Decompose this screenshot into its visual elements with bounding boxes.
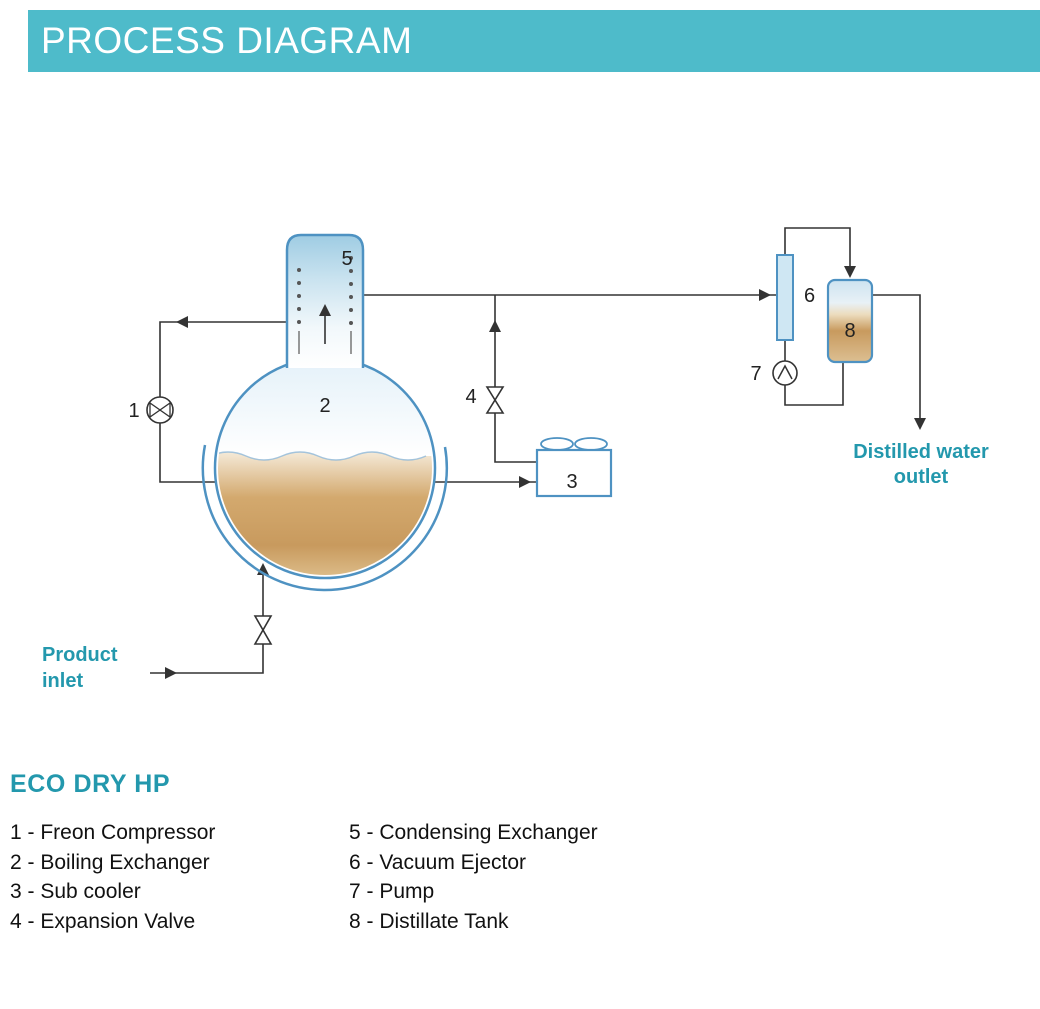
distillate-tank [826, 278, 874, 364]
pump [772, 360, 798, 386]
boiling-exchanger-vessel [201, 356, 449, 592]
label-1: 1 [128, 400, 139, 422]
sub-cooler [535, 437, 613, 498]
vapor-up-arrow [319, 304, 331, 344]
legend-item-3: 3 - Sub cooler [10, 880, 141, 903]
tube-lines [298, 331, 352, 354]
page-title: PROCESS DIAGRAM [41, 20, 413, 61]
tube-dots [297, 256, 353, 325]
legend-item-4: 4 - Expansion Valve [10, 909, 196, 933]
distilled-water-outlet-label-line1: Distilled water [853, 441, 989, 463]
label-2: 2 [319, 395, 330, 417]
stream-labels: Product inlet Distilled water outlet [42, 441, 989, 692]
distilled-water-outlet-label-line2: outlet [894, 466, 949, 488]
equipment-numbers: 1 2 3 4 5 6 7 8 [128, 248, 855, 493]
legend-item-2: 2 - Boiling Exchanger [10, 850, 210, 874]
legend-item-7: 7 - Pump [349, 880, 435, 903]
label-4: 4 [465, 386, 476, 408]
label-6: 6 [804, 285, 815, 307]
process-diagram: 1 2 3 4 5 6 7 8 Product inlet Distilled … [42, 227, 989, 692]
product-inlet-label-line2: inlet [42, 670, 83, 692]
product-inlet-label-line1: Product [42, 644, 118, 666]
legend-item-5: 5 - Condensing Exchanger [349, 821, 598, 844]
vacuum-ejector [776, 254, 794, 341]
label-3: 3 [566, 471, 577, 493]
legend-item-8: 8 - Distillate Tank [349, 909, 509, 933]
expansion-valve [485, 386, 505, 414]
legend-column-left: 1 - Freon Compressor 2 - Boiling Exchang… [10, 818, 215, 936]
legend-column-right: 5 - Condensing Exchanger 6 - Vacuum Ejec… [349, 818, 598, 936]
inlet-valve [253, 615, 273, 645]
label-7: 7 [750, 363, 761, 385]
piping [150, 227, 921, 674]
condensing-exchanger [285, 233, 365, 368]
label-5: 5 [341, 248, 352, 270]
flow-arrows [165, 266, 926, 679]
legend-item-6: 6 - Vacuum Ejector [349, 850, 527, 874]
label-8: 8 [844, 320, 855, 342]
header-bar: PROCESS DIAGRAM [28, 10, 1040, 72]
legend-title: ECO DRY HP [10, 770, 171, 798]
legend-item-1: 1 - Freon Compressor [10, 821, 216, 844]
freon-compressor [146, 396, 174, 424]
